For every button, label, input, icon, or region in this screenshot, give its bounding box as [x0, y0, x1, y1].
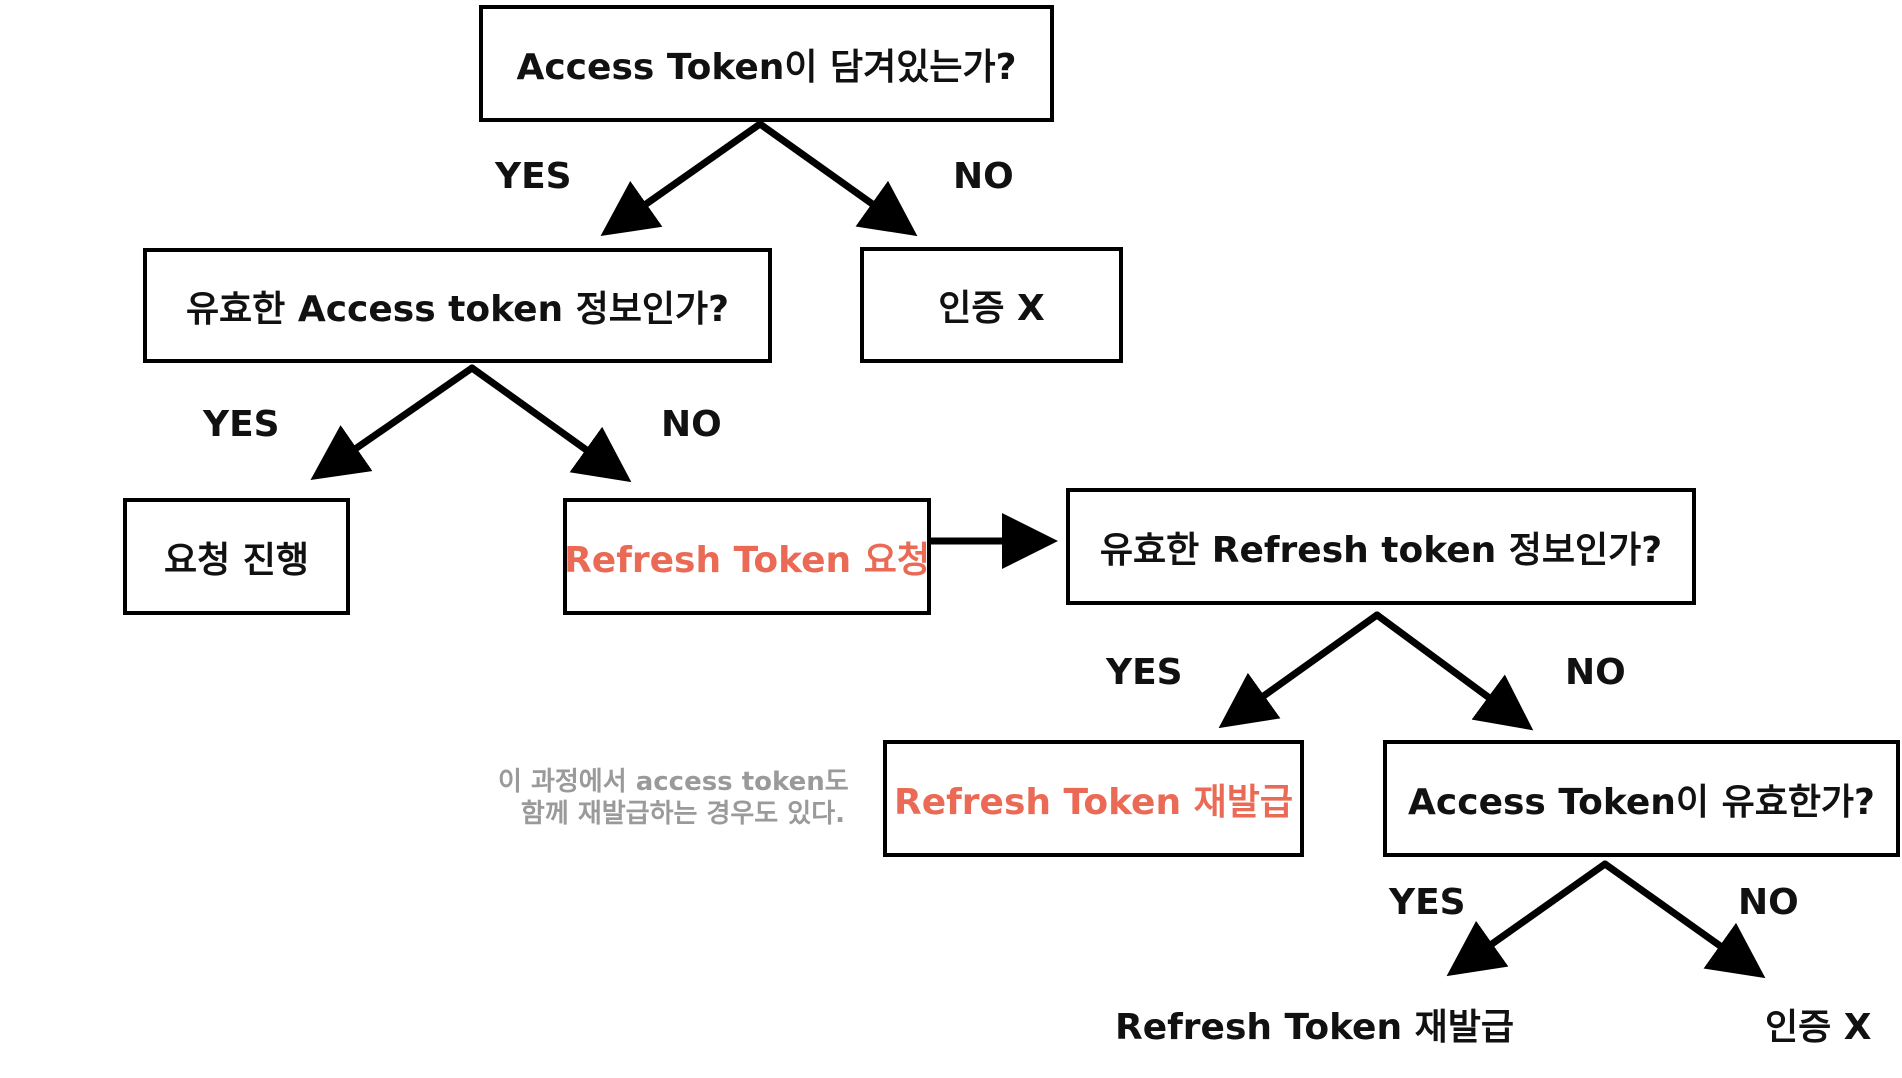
edge-label-yes-1: YES	[495, 156, 572, 197]
side-note-line-2: 함께 재발급하는 경우도 있다.	[520, 799, 845, 829]
arrow-access-present-yes	[600, 120, 764, 237]
edge-label-yes-3: YES	[1106, 652, 1183, 693]
edge-label-yes-2: YES	[203, 404, 280, 445]
node-refresh-token-reissue-2: Refresh Token 재발급	[1115, 1007, 1514, 1048]
edge-label-yes-4: YES	[1389, 882, 1466, 923]
node-auth-fail-2: 인증 X	[1765, 1007, 1872, 1048]
node-access-token-valid: 유효한 Access token 정보인가?	[143, 248, 772, 363]
node-refresh-token-valid: 유효한 Refresh token 정보인가?	[1066, 488, 1696, 605]
node-proceed-request: 요청 진행	[123, 498, 350, 615]
arrow-refresh-valid-yes	[1218, 611, 1381, 729]
node-access-token-present: Access Token이 담겨있는가?	[479, 5, 1054, 122]
arrow-access-valid2-yes	[1446, 860, 1609, 977]
arrow-access-valid-no	[468, 364, 632, 483]
arrow-access-valid2-no	[1601, 860, 1766, 979]
edge-label-no-3: NO	[1565, 652, 1626, 693]
side-note-line-1: 이 과정에서 access token도	[498, 767, 849, 797]
edge-label-no-2: NO	[661, 404, 722, 445]
node-refresh-token-request: Refresh Token 요청	[563, 498, 931, 615]
arrow-access-present-no	[756, 120, 918, 237]
node-refresh-token-reissue: Refresh Token 재발급	[883, 740, 1304, 857]
node-access-token-valid-2: Access Token이 유효한가?	[1383, 740, 1900, 857]
node-auth-fail-1: 인증 X	[860, 247, 1123, 363]
edge-label-no-1: NO	[953, 156, 1014, 197]
edge-label-no-4: NO	[1738, 882, 1799, 923]
arrow-access-valid-yes	[310, 364, 476, 480]
side-note: 이 과정에서 access token도 함께 재발급하는 경우도 있다.	[498, 766, 849, 830]
arrow-refresh-valid-no	[1373, 611, 1534, 731]
